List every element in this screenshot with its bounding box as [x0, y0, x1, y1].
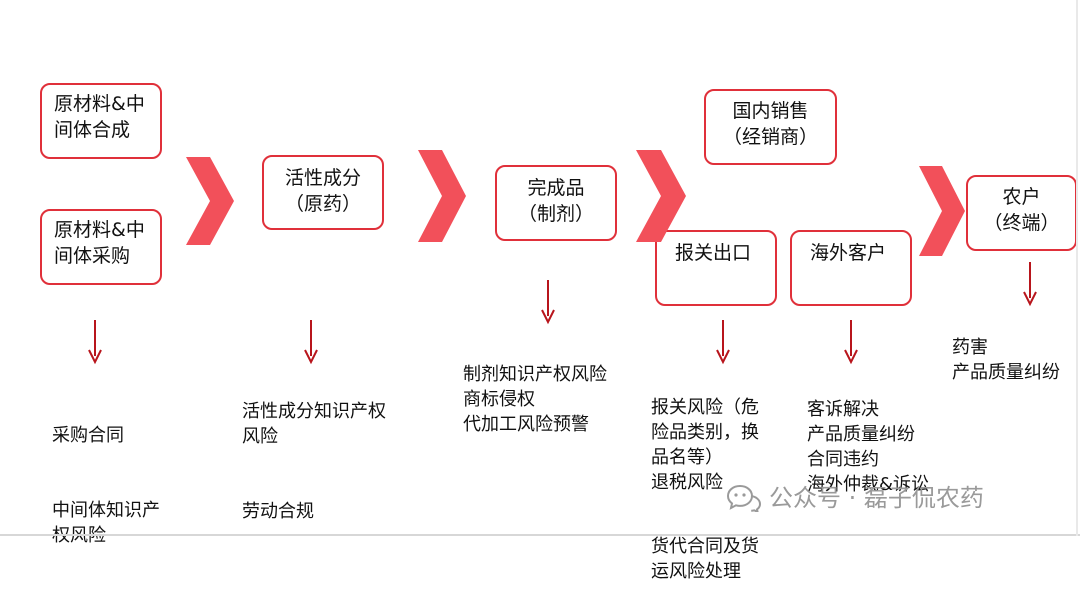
- stage-raw-material-purchase: 原材料&中 间体采购: [40, 209, 162, 285]
- down-arrow-icon: [304, 320, 318, 365]
- down-arrow-icon: [1023, 262, 1037, 307]
- down-arrow-icon: [541, 280, 555, 325]
- stage-farmer: 农户 （终端）: [966, 175, 1077, 251]
- right-border: [1076, 0, 1078, 536]
- stage-label: 原材料&中 间体采购: [54, 219, 145, 267]
- stage-label: 完成品 （制剂）: [517, 177, 594, 225]
- stage-label: 原材料&中 间体合成: [54, 93, 145, 141]
- risk-item: 中间体知识产 权风险: [52, 500, 160, 546]
- stage-overseas-customer: 海外客户: [790, 230, 912, 306]
- watermark: 公众号 · 磊子侃农药: [727, 478, 1067, 518]
- wechat-bubble-icon: [727, 484, 761, 512]
- risk-item: 制剂知识产权风险 商标侵权 代加工风险预警: [463, 364, 607, 435]
- stage-raw-material-synthesis: 原材料&中 间体合成: [40, 83, 162, 159]
- stage-label: 海外客户: [810, 242, 887, 264]
- risk-list-overseas: 客诉解决 产品质量纠纷 合同违约 海外仲裁&诉讼: [807, 372, 967, 522]
- stage-label: 农户 （终端）: [983, 186, 1060, 234]
- risk-item: 报关风险（危 险品类别，换 品名等） 退税风险: [651, 397, 759, 493]
- down-arrow-icon: [716, 320, 730, 365]
- risk-item: 劳动合规: [242, 501, 314, 522]
- stage-label: 国内销售 （经销商）: [722, 100, 818, 148]
- down-arrow-icon: [88, 320, 102, 365]
- risk-list-farmer: 药害 产品质量纠纷: [952, 310, 1077, 410]
- stage-customs-export: 报关出口: [655, 230, 777, 306]
- stage-finished-product: 完成品 （制剂）: [495, 165, 617, 241]
- stage-label: 报关出口: [675, 242, 752, 264]
- risk-item: 客诉解决 产品质量纠纷 合同违约 海外仲裁&诉讼: [807, 399, 930, 495]
- down-arrow-icon: [844, 320, 858, 365]
- watermark-text: 公众号 · 磊子侃农药: [769, 484, 984, 512]
- risk-item: 活性成分知识产权 风险: [242, 401, 386, 447]
- risk-item: 药害 产品质量纠纷: [952, 337, 1060, 383]
- diagram-canvas: { "stages": { "raw_synthesis": "原材料&中\n间…: [0, 0, 1080, 582]
- risk-list-finished: 制剂知识产权风险 商标侵权 代加工风险预警: [463, 337, 653, 462]
- stage-label: 活性成分 （原药）: [284, 167, 361, 215]
- chevron-arrow-3: [636, 150, 686, 242]
- stage-domestic-sales: 国内销售 （经销商）: [704, 89, 837, 165]
- chevron-arrow-4: [919, 166, 965, 256]
- risk-list-api: 活性成分知识产权 风险 劳动合规: [242, 374, 432, 549]
- bottom-border: [0, 534, 1080, 536]
- chevron-arrow-1: [186, 157, 234, 245]
- stage-active-ingredient: 活性成分 （原药）: [262, 155, 384, 230]
- chevron-arrow-2: [418, 150, 466, 242]
- risk-item: 采购合同: [52, 425, 124, 446]
- risk-list-purchase: 采购合同 中间体知识产 权风险: [52, 398, 202, 573]
